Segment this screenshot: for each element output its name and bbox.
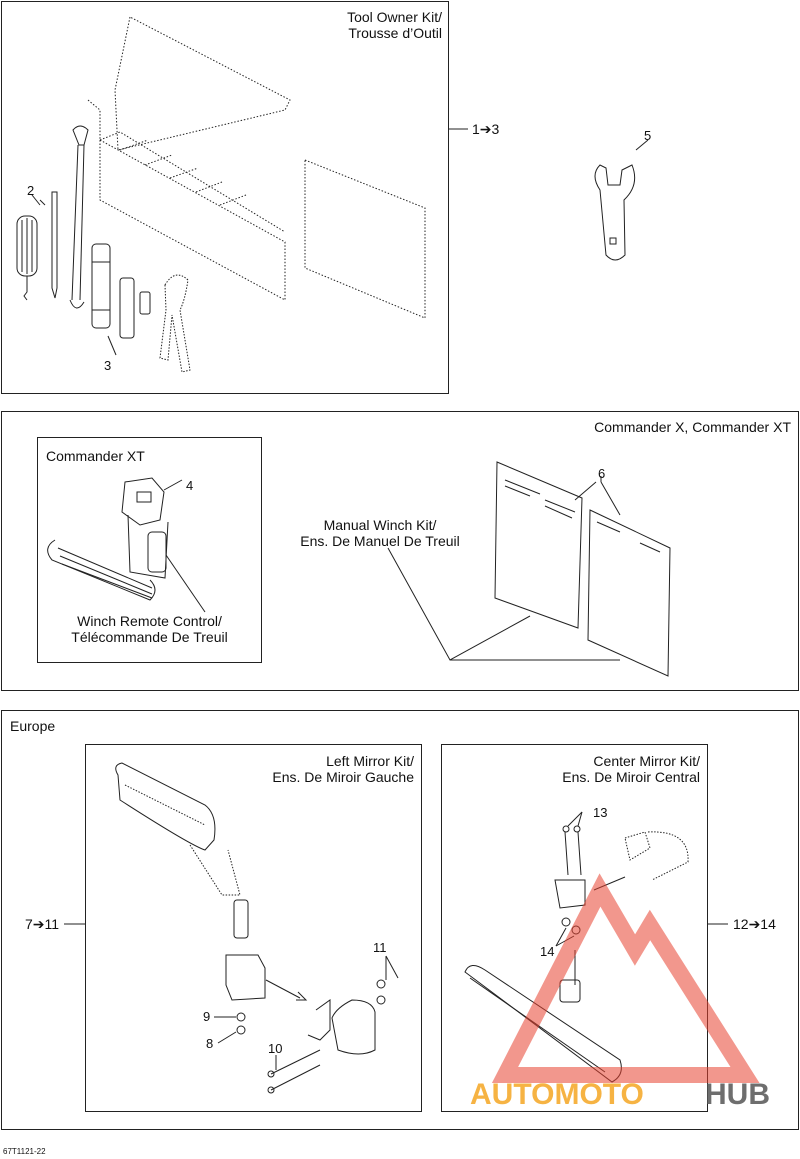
- manual-winch-line1: Manual Winch Kit/: [323, 517, 437, 533]
- callout-4: 4: [186, 478, 194, 493]
- left-mirror-kit-box: [85, 744, 422, 1112]
- center-mirror-kit-line2: Ens. De Miroir Central: [562, 769, 700, 785]
- winch-remote-line1: Winch Remote Control/: [77, 613, 222, 629]
- tool-kit-title-line2: Trousse d’Outil: [348, 25, 442, 41]
- europe-panel-title: Europe: [10, 718, 56, 734]
- callout-9: 9: [203, 1009, 211, 1024]
- callout-2: 2: [27, 183, 35, 198]
- left-mirror-icon: [115, 762, 399, 1094]
- callout-10: 10: [268, 1041, 283, 1056]
- left-mirror-kit-line2: Ens. De Miroir Gauche: [272, 769, 414, 785]
- manual-booklet-icon: [387, 461, 671, 677]
- left-mirror-kit-line1: Left Mirror Kit/: [326, 753, 414, 769]
- combination-wrench-icon: [69, 125, 89, 309]
- commander-xt-inset: [37, 437, 262, 663]
- manual-winch-line2: Ens. De Manuel De Treuil: [300, 533, 460, 549]
- winch-remote-line2: Télécommande De Treuil: [71, 629, 228, 645]
- watermark-text-hub: HUB: [705, 1078, 770, 1111]
- center-kit-ref-range: 12➔14: [733, 916, 776, 932]
- commander-panel-title: Commander X, Commander XT: [594, 419, 791, 435]
- spanner-wrench-icon: [594, 139, 649, 261]
- watermark-text-automoto: AUTOMOTO: [470, 1078, 644, 1111]
- automotohub-watermark-logo: [491, 873, 760, 1083]
- callout-13: 13: [593, 805, 608, 820]
- tool-kit-title-line1: Tool Owner Kit/: [347, 9, 442, 25]
- center-mirror-kit-line1: Center Mirror Kit/: [593, 753, 700, 769]
- tool-roll-icon: [87, 16, 426, 319]
- screwdriver-icon: [16, 194, 41, 301]
- callout-11: 11: [373, 940, 387, 955]
- winch-remote-icon: [47, 477, 206, 613]
- callout-5: 5: [644, 128, 652, 143]
- callout-3: 3: [104, 358, 112, 373]
- tool-kit-ref-range: 1➔3: [472, 121, 500, 137]
- callout-8: 8: [206, 1036, 214, 1051]
- footer-code: 67T1121-22: [3, 1147, 46, 1156]
- punch-icon: [51, 191, 58, 299]
- left-kit-ref-range: 7➔11: [25, 916, 60, 932]
- socket-tool-icon: [91, 243, 151, 339]
- callout-6: 6: [598, 466, 606, 481]
- callout-14: 14: [540, 944, 555, 959]
- pliers-icon: [159, 274, 191, 373]
- commander-xt-inset-title: Commander XT: [46, 448, 145, 464]
